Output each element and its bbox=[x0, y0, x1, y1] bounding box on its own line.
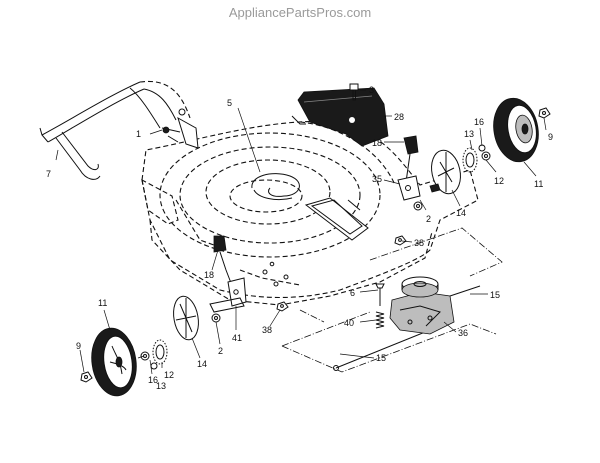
left-gear bbox=[152, 339, 168, 365]
right-washer bbox=[481, 151, 491, 161]
belt bbox=[251, 173, 300, 201]
baffle-plate bbox=[304, 197, 369, 241]
handle-bracket bbox=[161, 108, 199, 149]
callout-41: 41 bbox=[232, 333, 242, 343]
callout-35: 35 bbox=[372, 174, 382, 184]
spring bbox=[375, 311, 385, 329]
callout-12-left: 12 bbox=[164, 370, 174, 380]
watermark: AppliancePartsPros.com bbox=[229, 5, 371, 20]
callout-7: 7 bbox=[46, 169, 51, 179]
right-axle-nut bbox=[429, 183, 441, 193]
callout-13-right: 13 bbox=[464, 129, 474, 139]
callout-3: 3 bbox=[369, 85, 374, 95]
right-hubcap bbox=[431, 149, 461, 195]
callout-14-left: 14 bbox=[197, 359, 207, 369]
left-washer bbox=[140, 351, 150, 361]
callout-6: 6 bbox=[350, 288, 355, 298]
chute-cover bbox=[291, 87, 389, 147]
callout-18-right: 18 bbox=[372, 138, 382, 148]
left-wheel bbox=[91, 327, 137, 397]
callout-15-top: 15 bbox=[490, 290, 500, 300]
callout-9-right: 9 bbox=[548, 132, 553, 142]
nut-left bbox=[276, 301, 289, 312]
callout-13-left: 13 bbox=[156, 381, 166, 391]
callout-2-right: 2 bbox=[426, 214, 431, 224]
left-height-adjuster bbox=[209, 235, 247, 323]
drive-axle-area bbox=[281, 227, 503, 373]
callout-18-left: 18 bbox=[204, 270, 214, 280]
leader-lines bbox=[55, 89, 547, 375]
handle-bar bbox=[39, 80, 191, 180]
right-nut bbox=[538, 107, 551, 119]
callout-5: 5 bbox=[227, 98, 232, 108]
callout-15-bottom: 15 bbox=[376, 353, 386, 363]
callout-38-right: 38 bbox=[414, 238, 424, 248]
right-gear bbox=[462, 147, 478, 173]
left-hubcap bbox=[173, 295, 199, 341]
callout-9-left: 9 bbox=[76, 341, 81, 351]
callout-36: 36 bbox=[458, 328, 468, 338]
left-nut bbox=[80, 371, 93, 383]
callout-1: 1 bbox=[136, 129, 141, 139]
callout-28: 28 bbox=[394, 112, 404, 122]
left-small-washer bbox=[150, 362, 158, 370]
transmission bbox=[389, 276, 455, 335]
callout-11-right: 11 bbox=[534, 179, 543, 189]
callout-40: 40 bbox=[344, 318, 354, 328]
pin bbox=[375, 283, 385, 306]
callout-38-left: 38 bbox=[262, 325, 272, 335]
right-wheel bbox=[493, 97, 539, 163]
callout-14-right: 14 bbox=[456, 208, 466, 218]
callout-16-left: 16 bbox=[148, 375, 158, 385]
callout-16-right: 16 bbox=[474, 117, 484, 127]
callout-2-left: 2 bbox=[218, 346, 223, 356]
nut-right bbox=[394, 235, 407, 246]
bolt bbox=[349, 83, 359, 101]
callout-12-right: 12 bbox=[494, 176, 504, 186]
callout-numbers: 1 7 5 3 28 18 35 2 13 16 12 9 11 14 38 6… bbox=[46, 85, 553, 391]
callout-11-left: 11 bbox=[98, 298, 107, 308]
right-height-adjuster bbox=[397, 135, 423, 211]
